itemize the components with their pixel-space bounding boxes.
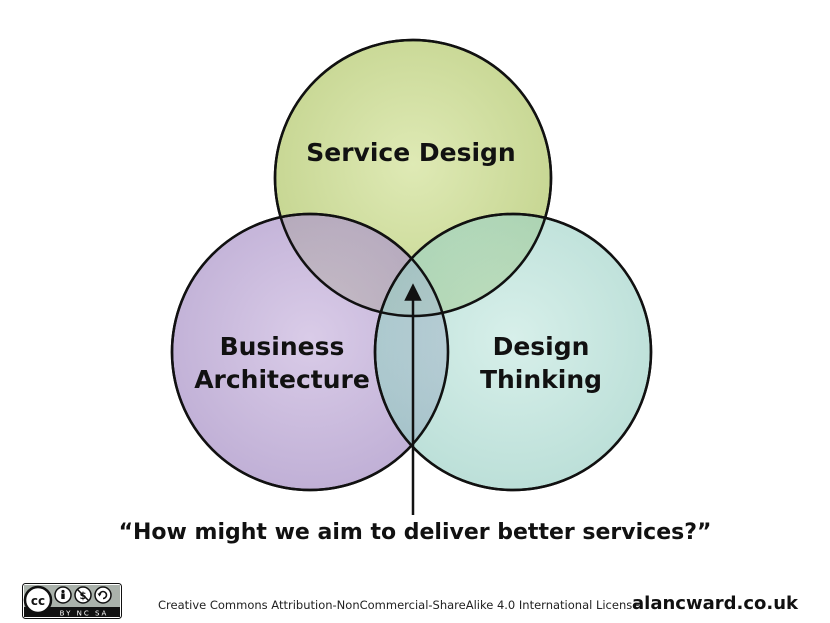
sa-icon <box>94 586 112 604</box>
svg-text:cc: cc <box>31 594 45 608</box>
svg-text:$: $ <box>80 591 87 602</box>
cc-badge-text: BY NC SA <box>60 610 109 618</box>
cc-license-badge[interactable]: cc $ BY NC SA <box>22 583 122 619</box>
outline-business-architecture <box>170 212 450 492</box>
label-architecture: Architecture <box>194 365 370 394</box>
label-service-design: Service Design <box>306 138 516 167</box>
label-design: Design <box>493 332 590 361</box>
cc-icon <box>23 585 53 615</box>
outline-design-thinking <box>373 212 653 492</box>
label-thinking: Thinking <box>480 365 602 394</box>
license-text[interactable]: Creative Commons Attribution-NonCommerci… <box>158 598 640 612</box>
central-question: “How might we aim to deliver better serv… <box>118 520 712 545</box>
label-business: Business <box>220 332 345 361</box>
site-link[interactable]: alancward.co.uk <box>632 593 798 614</box>
